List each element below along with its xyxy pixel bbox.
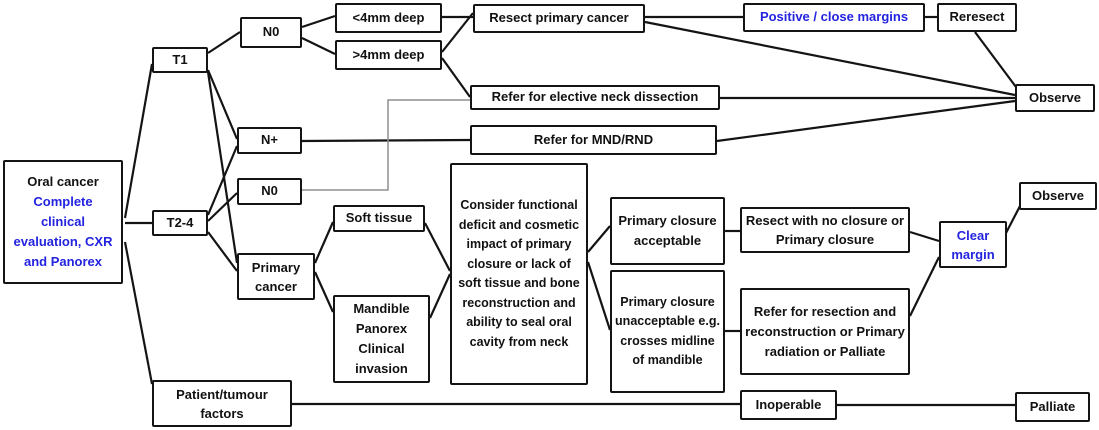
edge-resect-observe bbox=[644, 20, 1016, 97]
node-patient-tumour-factors: Patient/tumour factors bbox=[152, 380, 292, 427]
node-t2-4: T2-4 bbox=[152, 210, 208, 236]
node-palliate: Palliate bbox=[1015, 392, 1090, 422]
node-consider-functional-deficit: Consider functional deficit and cosmetic… bbox=[450, 163, 588, 385]
edge-oral-t1 bbox=[123, 63, 154, 219]
node-mnd-rnd: Refer for MND/RND bbox=[470, 125, 717, 155]
node-closure-acceptable: Primary closure acceptable bbox=[610, 197, 725, 265]
edge-t24-nplus bbox=[206, 145, 239, 216]
edge-nplus-mnd bbox=[301, 138, 471, 143]
node-observe-top: Observe bbox=[1015, 84, 1095, 112]
edge-oral-patient-factors bbox=[123, 241, 154, 385]
edge-n0-lt4mm bbox=[301, 14, 336, 29]
node-n0-t24: N0 bbox=[237, 178, 302, 205]
edge-primary-soft-tissue bbox=[313, 221, 335, 264]
node-elective-neck-dissection: Refer for elective neck dissection bbox=[470, 85, 720, 110]
node-oral-cancer: Oral cancer Complete clinical evaluation… bbox=[3, 160, 123, 284]
node-reresect: Reresect bbox=[937, 3, 1017, 32]
edge-t24-n0 bbox=[207, 192, 238, 222]
node-clear-margin: Clear margin bbox=[939, 221, 1007, 268]
node-resect-no-closure: Resect with no closure or Primary closur… bbox=[740, 207, 910, 253]
edge-n0-gt4mm bbox=[301, 37, 336, 55]
edge-gt4mm-resect bbox=[441, 12, 474, 53]
edge-gt4mm-elective bbox=[441, 57, 471, 98]
node-observe-mid: Observe bbox=[1019, 182, 1097, 210]
oral-cancer-detail: Complete clinical evaluation, CXR and Pa… bbox=[13, 194, 113, 269]
edge-mnd-observe bbox=[716, 99, 1016, 143]
edge-mandible-consider bbox=[428, 273, 452, 319]
edge-consider-unacceptable bbox=[586, 261, 612, 331]
edge-clear-margin-observe bbox=[1005, 205, 1021, 234]
node-gt4mm-deep: >4mm deep bbox=[335, 40, 442, 70]
node-inoperable: Inoperable bbox=[740, 390, 837, 420]
node-resect-primary-cancer: Resect primary cancer bbox=[473, 4, 645, 33]
node-n-plus: N+ bbox=[237, 127, 302, 154]
edge-resect-no-closure-clear-margin bbox=[909, 230, 940, 243]
node-lt4mm-deep: <4mm deep bbox=[335, 3, 442, 33]
node-soft-tissue: Soft tissue bbox=[333, 205, 425, 232]
edge-soft-consider bbox=[424, 222, 451, 272]
node-primary-cancer: Primary cancer bbox=[237, 253, 315, 300]
node-refer-resection: Refer for resection and reconstruction o… bbox=[740, 288, 910, 375]
edge-consider-acceptable bbox=[587, 225, 611, 253]
edge-t1-n0 bbox=[207, 31, 241, 54]
edge-primary-mandible bbox=[313, 271, 335, 313]
node-mandible-panorex: Mandible Panorex Clinical invasion bbox=[333, 295, 430, 383]
edge-t1-primary-cancer bbox=[206, 71, 239, 264]
edge-t1-nplus bbox=[206, 69, 239, 140]
edge-t24-primary-cancer bbox=[207, 231, 238, 272]
node-t1: T1 bbox=[152, 47, 208, 73]
node-positive-close-margins: Positive / close margins bbox=[743, 3, 925, 32]
edge-reresect-observe bbox=[974, 31, 1017, 88]
node-n0-t1: N0 bbox=[240, 17, 302, 48]
edge-refer-resection-clear-margin bbox=[909, 256, 940, 317]
edge-n0-elective-gray bbox=[302, 99, 470, 191]
oral-cancer-heading: Oral cancer bbox=[27, 174, 99, 189]
node-closure-unacceptable: Primary closure unacceptable e.g. crosse… bbox=[610, 270, 725, 393]
